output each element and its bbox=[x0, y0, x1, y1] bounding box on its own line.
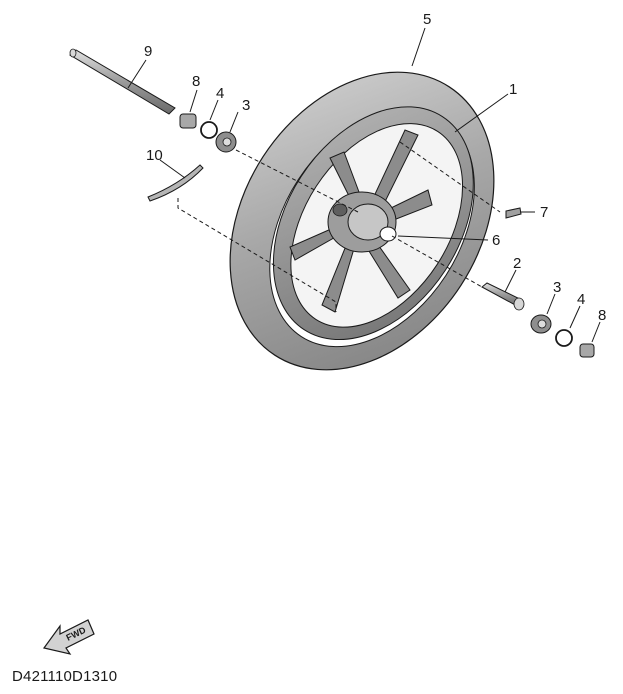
callout-label: 9 bbox=[144, 43, 152, 60]
leader-lines bbox=[127, 27, 601, 343]
callout-label: 4 bbox=[577, 291, 585, 308]
callout-label: 8 bbox=[598, 307, 606, 324]
callout-label: 8 bbox=[192, 73, 200, 90]
spacer-part-2 bbox=[481, 282, 525, 311]
collar-right bbox=[579, 343, 595, 358]
callout-label: 3 bbox=[242, 97, 250, 114]
callout-label: 6 bbox=[492, 232, 500, 249]
bearing-right bbox=[530, 314, 552, 334]
bearing-left bbox=[215, 131, 237, 153]
axle-shaft bbox=[69, 48, 176, 115]
oil-seal-left bbox=[200, 121, 218, 139]
callout-label: 2 bbox=[513, 255, 521, 272]
balance-weight bbox=[147, 164, 204, 202]
callout-label: 4 bbox=[216, 85, 224, 102]
callout-label: 7 bbox=[540, 204, 548, 221]
callout-label: 1 bbox=[509, 81, 517, 98]
callout-label: 10 bbox=[146, 147, 163, 164]
valve-part-7 bbox=[505, 207, 522, 219]
callout-numbers: 5 1 9 8 4 3 10 7 6 2 3 4 8 bbox=[144, 11, 606, 324]
collar-left bbox=[179, 113, 197, 129]
oil-seal-right bbox=[555, 329, 573, 347]
wheel-hub bbox=[327, 191, 397, 253]
fwd-arrow-icon: FWD bbox=[42, 619, 95, 655]
diagram-code: D421110D1310 bbox=[12, 668, 118, 685]
callout-label: 5 bbox=[423, 11, 431, 28]
assembly-lines bbox=[177, 141, 501, 312]
callout-label: 3 bbox=[553, 279, 561, 296]
